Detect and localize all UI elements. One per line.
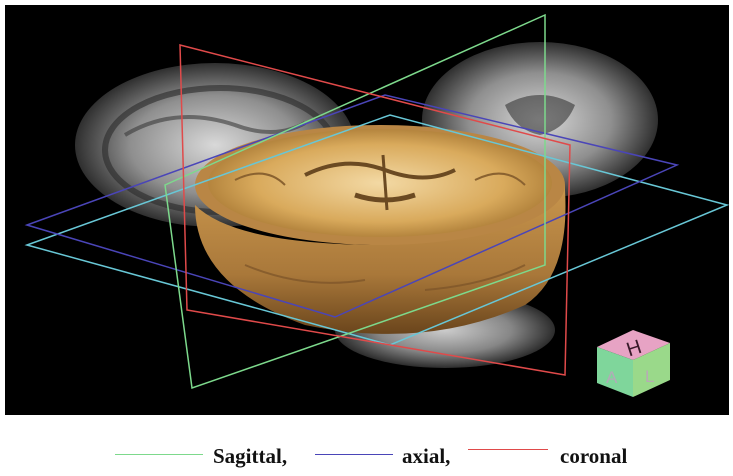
- mri-3d-viewport[interactable]: H A L: [5, 5, 729, 415]
- legend-line-sagittal: [115, 454, 203, 455]
- legend-line-axial: [315, 454, 393, 455]
- plane-legend: Sagittal, axial, coronal: [0, 436, 733, 476]
- orientation-cube[interactable]: H A L: [597, 330, 670, 397]
- cube-letter-a: A: [606, 368, 618, 387]
- legend-label-axial: axial,: [402, 444, 450, 469]
- legend-label-coronal: coronal: [560, 444, 627, 469]
- mri-scene: H A L: [5, 5, 729, 415]
- legend-label-sagittal: Sagittal,: [213, 444, 287, 469]
- cube-letter-l: L: [645, 367, 654, 386]
- legend-line-coronal: [468, 449, 548, 450]
- 3d-head-rendering: [195, 125, 566, 334]
